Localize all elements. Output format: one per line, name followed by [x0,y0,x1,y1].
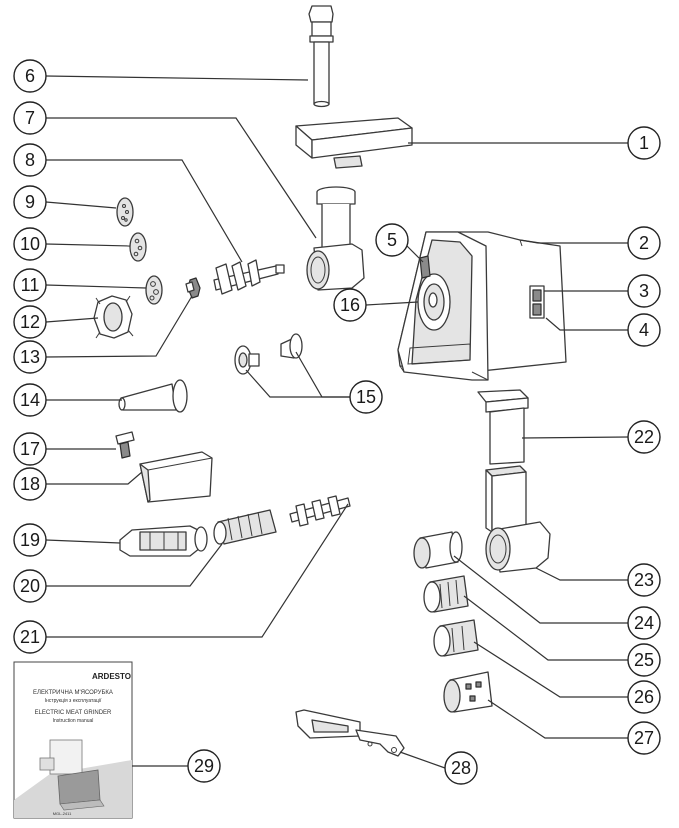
callout-label-25: 25 [634,650,654,670]
callout-20: 20 [13,569,47,603]
callout-28: 28 [444,751,478,785]
callout-label-23: 23 [634,570,654,590]
callout-label-6: 6 [25,66,35,86]
part-pusher [308,5,334,108]
part-grinding-head-housing [306,186,365,291]
part-ring-nut [93,295,134,339]
callout-label-8: 8 [25,150,35,170]
callout-16: 16 [333,288,367,322]
callout-label-1: 1 [639,133,649,153]
callout-label-12: 12 [20,312,40,332]
callout-13: 13 [13,340,47,374]
callout-label-4: 4 [639,320,649,340]
part-tray [295,117,413,169]
part-coarse-grater-drum [433,619,479,657]
callout-24: 24 [627,606,661,640]
callout-label-28: 28 [451,758,471,778]
part-vegetable-pusher [477,389,529,465]
part-kebbe-attachment [234,333,303,375]
callout-3: 3 [627,274,661,308]
callout-10: 10 [13,227,47,261]
callout-9: 9 [13,185,47,219]
callout-27: 27 [627,721,661,755]
cover-subtitle-en: Instruction manual [53,718,94,724]
cover-title-ua: ЕЛЕКТРИЧНА М'ЯСОРУБКА [33,690,113,696]
cover-brand: ARDESTO [92,672,131,681]
part-motor-body [397,231,567,381]
callout-label-9: 9 [25,192,35,212]
cover-title-en: ELECTRIC MEAT GRINDER [35,710,112,716]
cover-model: MGL-2411 [53,811,72,816]
callout-11: 11 [13,268,47,302]
callout-label-26: 26 [634,687,654,707]
part-auger [213,259,285,295]
part-sausage-tube [118,379,188,413]
callout-label-2: 2 [639,233,649,253]
callout-label-29: 29 [194,756,214,776]
callout-label-17: 17 [20,439,40,459]
callout-17: 17 [13,432,47,466]
callout-21: 21 [13,620,47,654]
callout-label-19: 19 [20,530,40,550]
callout-26: 26 [627,680,661,714]
callout-23: 23 [627,563,661,597]
part-disc-coarse [145,275,163,305]
callout-label-27: 27 [634,728,654,748]
callout-label-18: 18 [20,474,40,494]
callout-label-15: 15 [356,387,376,407]
part-crushing-drum [443,671,493,713]
callout-label-11: 11 [21,275,40,295]
callout-label-16: 16 [340,295,360,315]
callout-19: 19 [13,523,47,557]
callout-8: 8 [13,143,47,177]
callout-label-24: 24 [634,613,654,633]
callout-12: 12 [13,305,47,339]
callout-14: 14 [13,383,47,417]
callout-4: 4 [627,313,661,347]
callout-6: 6 [13,59,47,93]
callout-label-5: 5 [387,230,397,250]
callout-label-20: 20 [20,576,40,596]
callout-7: 7 [13,101,47,135]
callout-18: 18 [13,467,47,501]
part-shredder-screw [289,495,351,527]
callout-label-7: 7 [25,108,35,128]
callout-label-21: 21 [20,627,40,647]
part-shredder-drum [213,509,277,545]
part-slicing-drum [413,531,463,569]
part-fine-grater-drum [423,575,469,613]
callout-label-10: 10 [20,234,40,254]
callout-15: 15 [349,380,383,414]
callout-25: 25 [627,643,661,677]
callout-1: 1 [627,126,661,160]
callout-label-13: 13 [20,347,40,367]
part-lock-knob [115,431,135,459]
cover-subtitle-ua: Інструкція з експлуатації [45,698,102,704]
callout-22: 22 [627,420,661,454]
callout-29: 29 [187,749,221,783]
callout-label-14: 14 [20,390,40,410]
part-cutter-blade [185,277,201,299]
callout-5: 5 [375,223,409,257]
part-disc-fine [116,197,134,227]
callout-label-3: 3 [639,281,649,301]
part-shredder-cover [139,451,213,503]
leader-lines [45,75,629,769]
part-cleaning-tool [295,709,405,757]
part-slicer-body [485,465,551,573]
part-disc-medium [129,232,147,262]
callout-label-22: 22 [634,427,654,447]
part-manual-cover: ARDESTO ЕЛЕКТРИЧНА М'ЯСОРУБКА Інструкція… [13,661,133,819]
part-shredder-housing [119,525,208,557]
callout-2: 2 [627,226,661,260]
